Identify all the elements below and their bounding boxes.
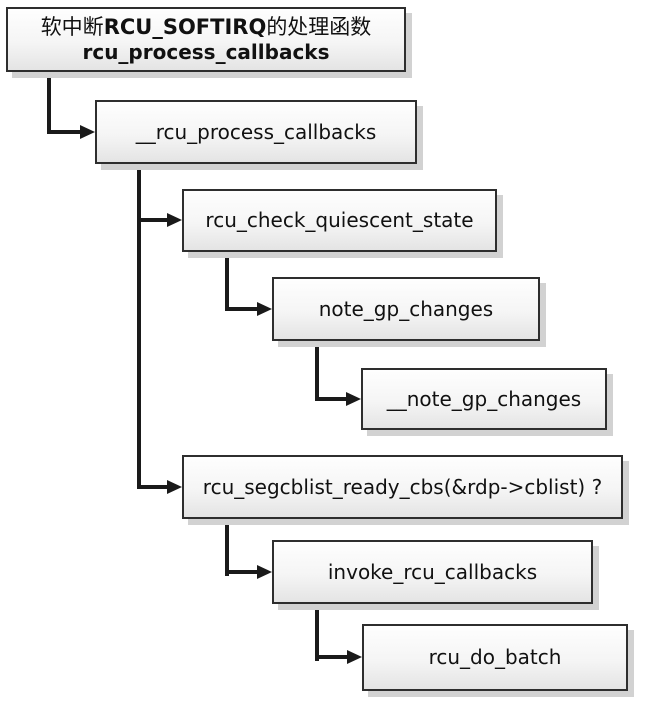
- arrow-head-icon: [257, 565, 272, 579]
- edge-to-segcblist-horizontal: [137, 485, 169, 489]
- arrow-head-icon: [167, 480, 182, 494]
- edge-to-note-gp-inner-vertical: [315, 340, 319, 401]
- node-rcu-do-batch: rcu_do_batch: [362, 624, 628, 691]
- edge-to-check-quiescent-horizontal: [137, 218, 169, 222]
- arrow-head-icon: [347, 650, 362, 664]
- node-rcu-segcblist-ready-cbs: rcu_segcblist_ready_cbs(&rdp->cblist) ?: [182, 455, 623, 519]
- edge-root-to-inner-horizontal: [47, 130, 82, 134]
- edge-to-note-gp-vertical: [225, 251, 229, 311]
- node-title-line2: rcu_process_callbacks: [82, 40, 330, 65]
- edge-to-invoke-vertical: [225, 518, 229, 576]
- edge-to-note-gp-horizontal: [225, 307, 259, 311]
- arrow-head-icon: [80, 125, 95, 139]
- node-invoke-rcu-callbacks: invoke_rcu_callbacks: [272, 540, 593, 604]
- node-inner-rcu-process-callbacks: __rcu_process_callbacks: [95, 100, 417, 164]
- arrow-head-icon: [167, 213, 182, 227]
- node-inner-note-gp-changes: __note_gp_changes: [361, 368, 607, 430]
- edge-inner-branch-vertical: [137, 163, 141, 489]
- edge-to-do-batch-horizontal: [315, 655, 349, 659]
- node-rcu-check-quiescent-state: rcu_check_quiescent_state: [182, 189, 497, 252]
- arrow-head-icon: [257, 302, 272, 316]
- edge-root-to-inner-vertical: [47, 71, 51, 134]
- edge-to-note-gp-inner-horizontal: [315, 397, 348, 401]
- edge-to-invoke-horizontal: [225, 570, 259, 574]
- node-note-gp-changes: note_gp_changes: [272, 277, 540, 341]
- arrow-head-icon: [346, 392, 361, 406]
- node-rcu-process-callbacks: 软中断RCU_SOFTIRQ的处理函数 rcu_process_callback…: [6, 7, 406, 72]
- edge-to-do-batch-vertical: [315, 603, 319, 661]
- node-title-line1: 软中断RCU_SOFTIRQ的处理函数: [40, 14, 372, 39]
